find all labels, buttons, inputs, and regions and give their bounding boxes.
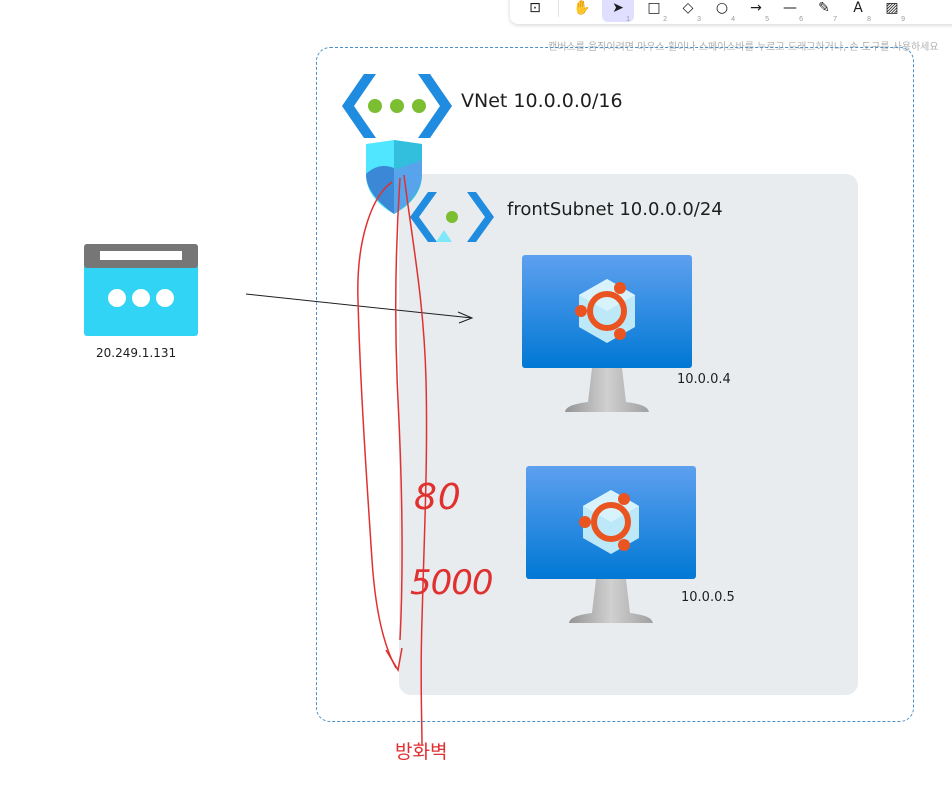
- ellipse-tool-icon-glyph: ○: [715, 0, 729, 16]
- arrow-tool-icon[interactable]: →5: [739, 0, 773, 23]
- subnet-icon[interactable]: [410, 192, 494, 242]
- public-ip-icon[interactable]: [84, 244, 198, 336]
- traffic-arrow[interactable]: [240, 285, 480, 325]
- selection-tool-icon[interactable]: ➤1: [602, 0, 634, 23]
- ubuntu-vm-2-icon[interactable]: [526, 466, 696, 624]
- subnet-label: frontSubnet 10.0.0.0/24: [507, 199, 723, 220]
- vm-1-ip-label: 10.0.0.4: [677, 372, 731, 387]
- line-tool-icon-glyph: —: [783, 0, 797, 16]
- vnet-boundary[interactable]: [316, 47, 914, 722]
- draw-tool-icon-glyph: ✎: [818, 0, 830, 16]
- shortcut-number: 1: [626, 16, 630, 23]
- vnet-label: VNet 10.0.0.0/16: [461, 90, 623, 112]
- text-tool-icon-glyph: A: [853, 0, 863, 16]
- shortcut-number: 8: [867, 16, 871, 23]
- rectangle-tool-icon-glyph: □: [647, 0, 661, 16]
- vm-2-ip-label: 10.0.0.5: [681, 590, 735, 605]
- shortcut-number: 3: [697, 16, 701, 23]
- public-ip-label: 20.249.1.131: [96, 346, 177, 360]
- draw-tool-icon[interactable]: ✎7: [807, 0, 841, 23]
- shortcut-number: 2: [663, 16, 667, 23]
- arrow-tool-icon-glyph: →: [750, 0, 762, 16]
- port-80-annotation[interactable]: 80: [414, 477, 462, 518]
- firewall-label[interactable]: 방화벽: [395, 741, 448, 763]
- shortcut-number: 7: [833, 16, 837, 23]
- lock-icon-glyph: ⊡: [529, 0, 541, 16]
- vnet-icon[interactable]: [342, 74, 452, 138]
- ubuntu-vm-1-icon[interactable]: [522, 255, 692, 413]
- hand-tool-icon-glyph: ✋: [573, 0, 591, 16]
- shortcut-number: 4: [731, 16, 735, 23]
- shortcut-number: 6: [799, 16, 803, 23]
- shortcut-number: 5: [765, 16, 769, 23]
- diamond-tool-icon[interactable]: ◇3: [671, 0, 705, 23]
- ellipse-tool-icon[interactable]: ○4: [705, 0, 739, 23]
- rectangle-tool-icon[interactable]: □2: [637, 0, 671, 23]
- line-tool-icon[interactable]: —6: [773, 0, 807, 23]
- shortcut-number: 9: [901, 16, 905, 23]
- image-tool-icon-glyph: ▨: [885, 0, 899, 16]
- diamond-tool-icon-glyph: ◇: [682, 0, 694, 16]
- lock-icon[interactable]: ⊡: [518, 0, 552, 22]
- hand-tool-icon[interactable]: ✋: [565, 0, 599, 22]
- image-tool-icon[interactable]: ▨9: [875, 0, 909, 23]
- toolbar-divider: [558, 0, 559, 17]
- selection-tool-icon-glyph: ➤: [612, 0, 624, 16]
- port-5000-annotation[interactable]: 5000: [410, 563, 494, 603]
